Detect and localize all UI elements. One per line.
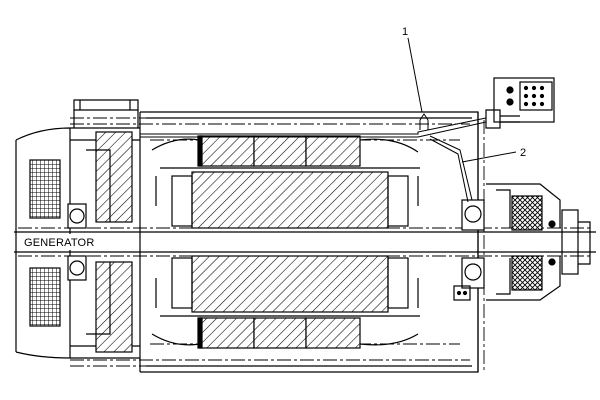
junction-box bbox=[453, 285, 471, 301]
generator-label: GENERATOR bbox=[24, 237, 94, 249]
stator-windings bbox=[151, 135, 419, 349]
label-mask bbox=[22, 234, 122, 250]
right-bearing-exciter bbox=[461, 183, 591, 301]
terminal-block bbox=[485, 77, 555, 129]
left-bearing-fan bbox=[67, 99, 139, 353]
callout-1: 1 bbox=[402, 26, 408, 38]
rotor-core bbox=[160, 167, 420, 317]
left-end-flange bbox=[15, 127, 140, 359]
wiring-harness bbox=[140, 113, 487, 203]
callout-1-leader bbox=[407, 37, 423, 113]
callout-2-leader bbox=[461, 151, 517, 163]
rotor-shaft bbox=[14, 231, 596, 253]
callout-2: 2 bbox=[520, 147, 526, 159]
